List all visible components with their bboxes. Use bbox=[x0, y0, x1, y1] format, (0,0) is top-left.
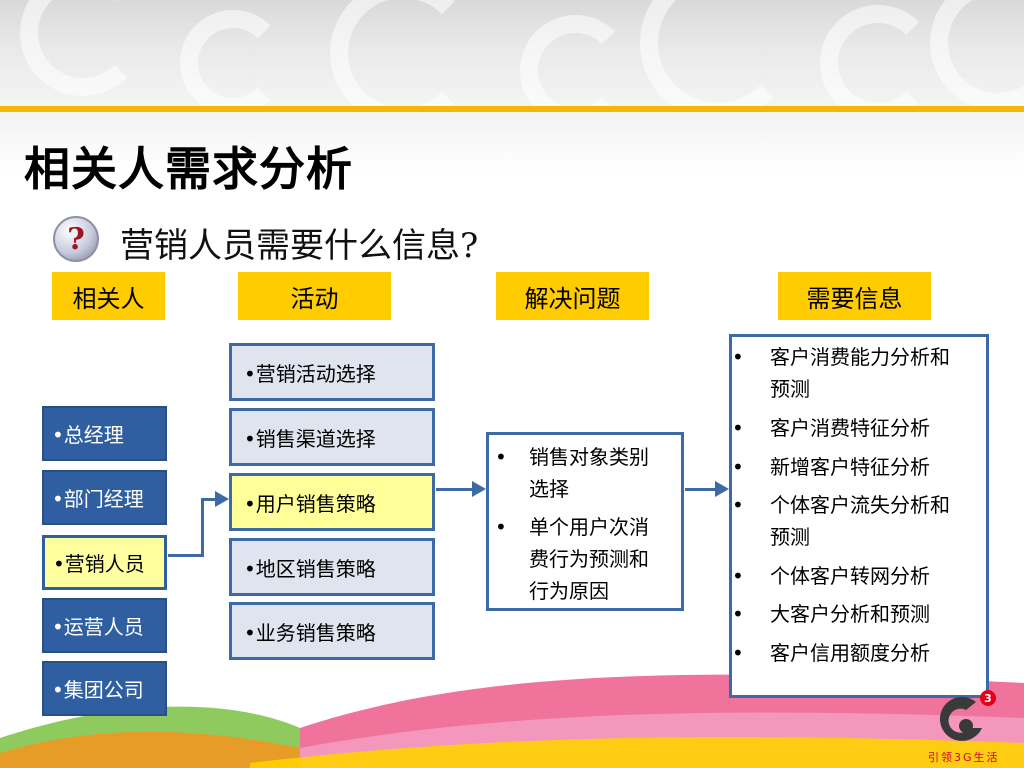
connector-line bbox=[201, 498, 204, 557]
arrow-right-icon bbox=[472, 481, 486, 497]
info-line: 个体客户流失分析和 bbox=[770, 493, 950, 517]
header-divider bbox=[0, 106, 1024, 112]
swirl-decoration bbox=[180, 10, 286, 106]
bullet: • bbox=[732, 455, 744, 479]
stakeholder-department-manager: •部门经理 bbox=[42, 470, 167, 525]
logo-badge: 3 bbox=[984, 692, 992, 705]
connector-line bbox=[436, 488, 474, 491]
bullet: • bbox=[732, 416, 744, 440]
activity-channel-selection: •销售渠道选择 bbox=[229, 408, 435, 466]
bullet: • bbox=[732, 493, 744, 517]
bullet: • bbox=[732, 602, 744, 626]
logo-icon: 3 bbox=[939, 690, 996, 741]
info-line: 客户消费能力分析和 bbox=[770, 345, 950, 369]
info-line: 大客户分析和预测 bbox=[770, 602, 930, 626]
bullet: • bbox=[732, 345, 744, 369]
page-title: 相关人需求分析 bbox=[24, 142, 353, 196]
activity-region-sales-strategy: •地区销售策略 bbox=[229, 538, 435, 596]
swirl-decoration bbox=[20, 0, 146, 96]
info-needed-box: • 客户消费能力分析和 预测 • 客户消费特征分析 • 新增客户特征分析 • 个… bbox=[729, 334, 989, 698]
swirl-decoration bbox=[820, 5, 936, 106]
header-activities: 活动 bbox=[238, 272, 391, 320]
swirl-decoration bbox=[930, 0, 1024, 106]
bullet: • bbox=[495, 445, 507, 469]
info-line: 预测 bbox=[770, 377, 810, 401]
brand-slogan: 引领3G生活 bbox=[928, 751, 1000, 764]
stakeholder-marketing-staff: •营销人员 bbox=[42, 535, 167, 590]
activity-user-sales-strategy: •用户销售策略 bbox=[229, 473, 435, 531]
activity-marketing-selection: •营销活动选择 bbox=[229, 343, 435, 401]
question-icon: ? bbox=[53, 216, 99, 262]
info-line: 个体客户转网分析 bbox=[770, 564, 930, 588]
info-line: 客户消费特征分析 bbox=[770, 416, 930, 440]
header-stakeholders: 相关人 bbox=[52, 272, 165, 320]
bullet: • bbox=[732, 641, 744, 665]
connector-line bbox=[685, 488, 717, 491]
problem-line: 费行为预测和 bbox=[529, 547, 649, 571]
header-problems: 解决问题 bbox=[496, 272, 649, 320]
header-fade bbox=[0, 112, 1024, 172]
stakeholder-operations-staff: •运营人员 bbox=[42, 598, 167, 653]
swirl-decoration bbox=[640, 0, 796, 106]
info-line: 预测 bbox=[770, 525, 810, 549]
problem-line: 选择 bbox=[529, 477, 569, 501]
problems-box: • 销售对象类别 选择 • 单个用户次消 费行为预测和 行为原因 bbox=[486, 432, 684, 611]
swirl-decoration bbox=[330, 0, 476, 106]
info-line: 客户信用额度分析 bbox=[770, 641, 930, 665]
problem-line: 行为原因 bbox=[529, 579, 609, 603]
header-info-needed: 需要信息 bbox=[778, 272, 931, 320]
bullet: • bbox=[732, 564, 744, 588]
stakeholder-general-manager: •总经理 bbox=[42, 406, 167, 461]
stakeholder-group-company: •集团公司 bbox=[42, 661, 167, 716]
arrow-right-icon bbox=[215, 491, 229, 507]
problem-line: 单个用户次消 bbox=[529, 515, 649, 539]
activity-business-sales-strategy: •业务销售策略 bbox=[229, 602, 435, 660]
bullet: • bbox=[495, 515, 507, 539]
swirl-decoration bbox=[520, 15, 631, 106]
header-banner bbox=[0, 0, 1024, 106]
problem-line: 销售对象类别 bbox=[529, 445, 649, 469]
info-line: 新增客户特征分析 bbox=[770, 455, 930, 479]
connector-line bbox=[201, 498, 217, 501]
arrow-right-icon bbox=[715, 481, 729, 497]
page-subtitle: 营销人员需要什么信息? bbox=[120, 226, 479, 266]
connector-line bbox=[168, 554, 204, 557]
